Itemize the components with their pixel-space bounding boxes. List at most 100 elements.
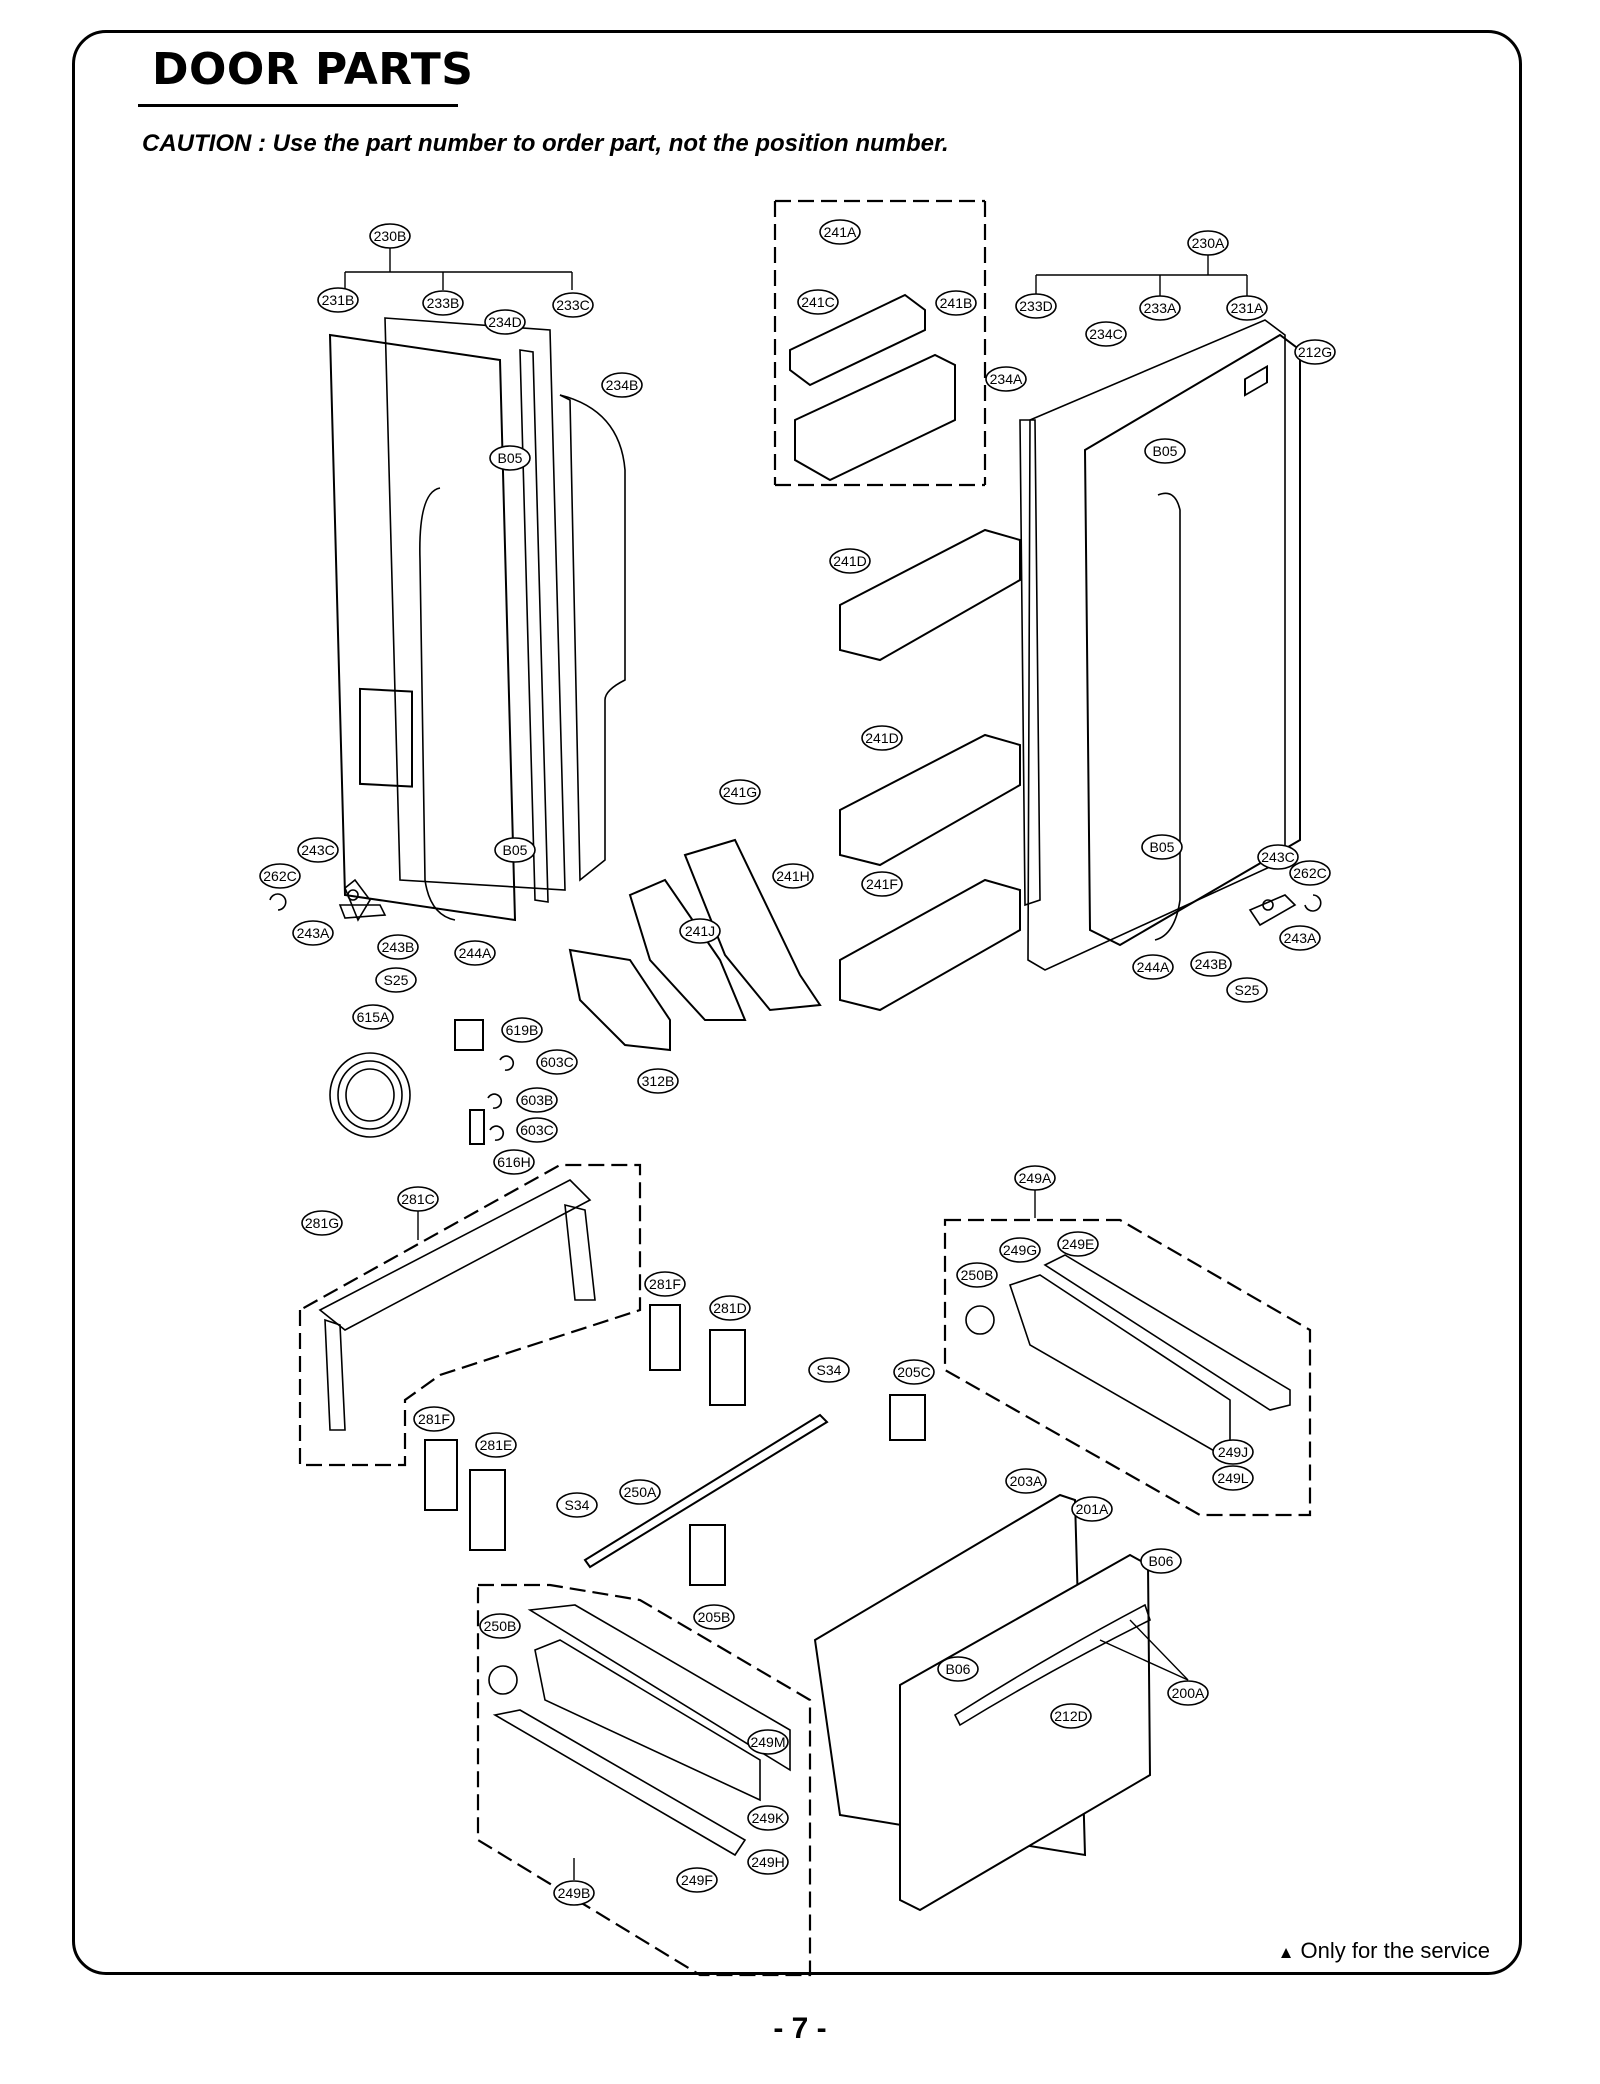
callout-b05: B05 — [494, 837, 536, 863]
callout-203a: 203A — [1005, 1468, 1047, 1494]
page-border — [72, 30, 1522, 1975]
strip-250A — [583, 1413, 829, 1569]
callout-label: 249E — [1062, 1236, 1095, 1252]
callout-label: 603B — [521, 1092, 554, 1108]
callout-241d: 241D — [829, 548, 871, 574]
callout-label: 200A — [1172, 1685, 1205, 1701]
callout-label: 603C — [520, 1122, 553, 1138]
callout-281c: 281C — [397, 1186, 439, 1212]
callout-262c: 262C — [1289, 860, 1331, 886]
callout-label: 233C — [556, 297, 589, 313]
callout-243a: 243A — [1279, 925, 1321, 951]
callout-241h: 241H — [772, 863, 814, 889]
rail-249M — [527, 1604, 791, 1772]
page-title: DOOR PARTS — [152, 44, 474, 95]
callout-label: B05 — [503, 842, 528, 858]
drawer-handle-212D — [953, 1603, 1151, 1727]
rail-assembly-249A-outline — [943, 1218, 1312, 1517]
callout-label: 244A — [459, 945, 492, 961]
callout-243c: 243C — [297, 837, 339, 863]
callout-s25: S25 — [1226, 977, 1268, 1003]
cover-281F-lower — [424, 1439, 458, 1511]
callout-243b: 243B — [1190, 951, 1232, 977]
callout-250a: 250A — [619, 1479, 661, 1505]
callout-label: 234B — [606, 377, 639, 393]
callout-234d: 234D — [484, 309, 526, 335]
callout-label: 249K — [752, 1810, 785, 1826]
callout-label: S34 — [565, 1497, 590, 1513]
callout-label: 205B — [698, 1609, 731, 1625]
gear-250B-right — [965, 1305, 995, 1335]
callout-619b: 619B — [501, 1017, 543, 1043]
part-205B — [689, 1524, 726, 1586]
leader-line — [1129, 1619, 1189, 1681]
callout-label: 233D — [1019, 298, 1052, 314]
callout-201a: 201A — [1071, 1496, 1113, 1522]
callout-label: 243C — [301, 842, 334, 858]
bin-241F — [839, 878, 1021, 1012]
service-footnote: ▲Only for the service — [1278, 1938, 1490, 1964]
callout-241f: 241F — [861, 871, 903, 897]
callout-233c: 233C — [552, 292, 594, 318]
page-number: - 7 - — [773, 2012, 827, 2045]
callout-249b: 249B — [553, 1880, 595, 1906]
callout-234c: 234C — [1085, 321, 1127, 347]
right-door-panel — [1083, 333, 1301, 947]
callout-leaders — [344, 199, 1248, 1880]
callout-label: 212D — [1054, 1708, 1087, 1724]
callout-label: B06 — [1149, 1553, 1174, 1569]
callout-label: 250B — [961, 1267, 994, 1283]
callout-label: 243B — [382, 939, 415, 955]
callout-label: 241F — [866, 876, 898, 892]
callout-603b: 603B — [516, 1087, 558, 1113]
callout-603c: 603C — [536, 1049, 578, 1075]
callout-label: B06 — [946, 1661, 971, 1677]
callout-label: 234D — [488, 314, 521, 330]
callout-243c: 243C — [1257, 844, 1299, 870]
callout-249k: 249K — [747, 1805, 789, 1831]
callout-249j: 249J — [1212, 1439, 1254, 1465]
gear-250B-left — [488, 1665, 518, 1695]
callout-249f: 249F — [676, 1867, 718, 1893]
part-205C — [889, 1394, 926, 1441]
right-door-badge — [1244, 364, 1268, 397]
callout-s34: S34 — [556, 1492, 598, 1518]
callout-label: 249F — [681, 1872, 713, 1888]
callout-603c: 603C — [516, 1117, 558, 1143]
callout-234a: 234A — [985, 366, 1027, 392]
callout-label: 616H — [497, 1154, 530, 1170]
callout-241d: 241D — [861, 725, 903, 751]
bin-241H — [683, 838, 822, 1012]
callout-241c: 241C — [797, 289, 839, 315]
callout-label: 281G — [305, 1215, 339, 1231]
callout-241g: 241G — [719, 779, 761, 805]
footnote-text: Only for the service — [1300, 1938, 1490, 1963]
callout-233b: 233B — [422, 290, 464, 316]
leader-line — [1099, 1639, 1189, 1681]
callout-212g: 212G — [1294, 339, 1336, 365]
left-inner-liner — [559, 394, 626, 882]
callout-b06: B06 — [937, 1656, 979, 1682]
bin-241J — [628, 878, 747, 1021]
callout-230a: 230A — [1187, 230, 1229, 256]
valve-619B — [454, 1019, 484, 1051]
callout-244a: 244A — [1132, 954, 1174, 980]
callout-label: 262C — [263, 868, 296, 884]
callout-label: 234C — [1089, 326, 1122, 342]
rail-249F — [492, 1709, 747, 1857]
callout-b05: B05 — [1144, 438, 1186, 464]
callout-label: 231A — [1231, 300, 1264, 316]
bin-241B — [794, 353, 956, 482]
rail-right-bracket — [564, 1203, 596, 1301]
rail-249G — [1008, 1274, 1231, 1462]
rail-assembly-249B-outline — [476, 1583, 812, 1977]
callout-label: 243A — [297, 925, 330, 941]
bin-241D-lower — [839, 733, 1021, 867]
callout-label: 241J — [685, 923, 715, 939]
callout-241b: 241B — [935, 290, 977, 316]
rail-left-bracket — [324, 1318, 346, 1431]
callout-label: 281F — [418, 1411, 450, 1427]
callout-b05: B05 — [1141, 834, 1183, 860]
callout-262c: 262C — [259, 863, 301, 889]
